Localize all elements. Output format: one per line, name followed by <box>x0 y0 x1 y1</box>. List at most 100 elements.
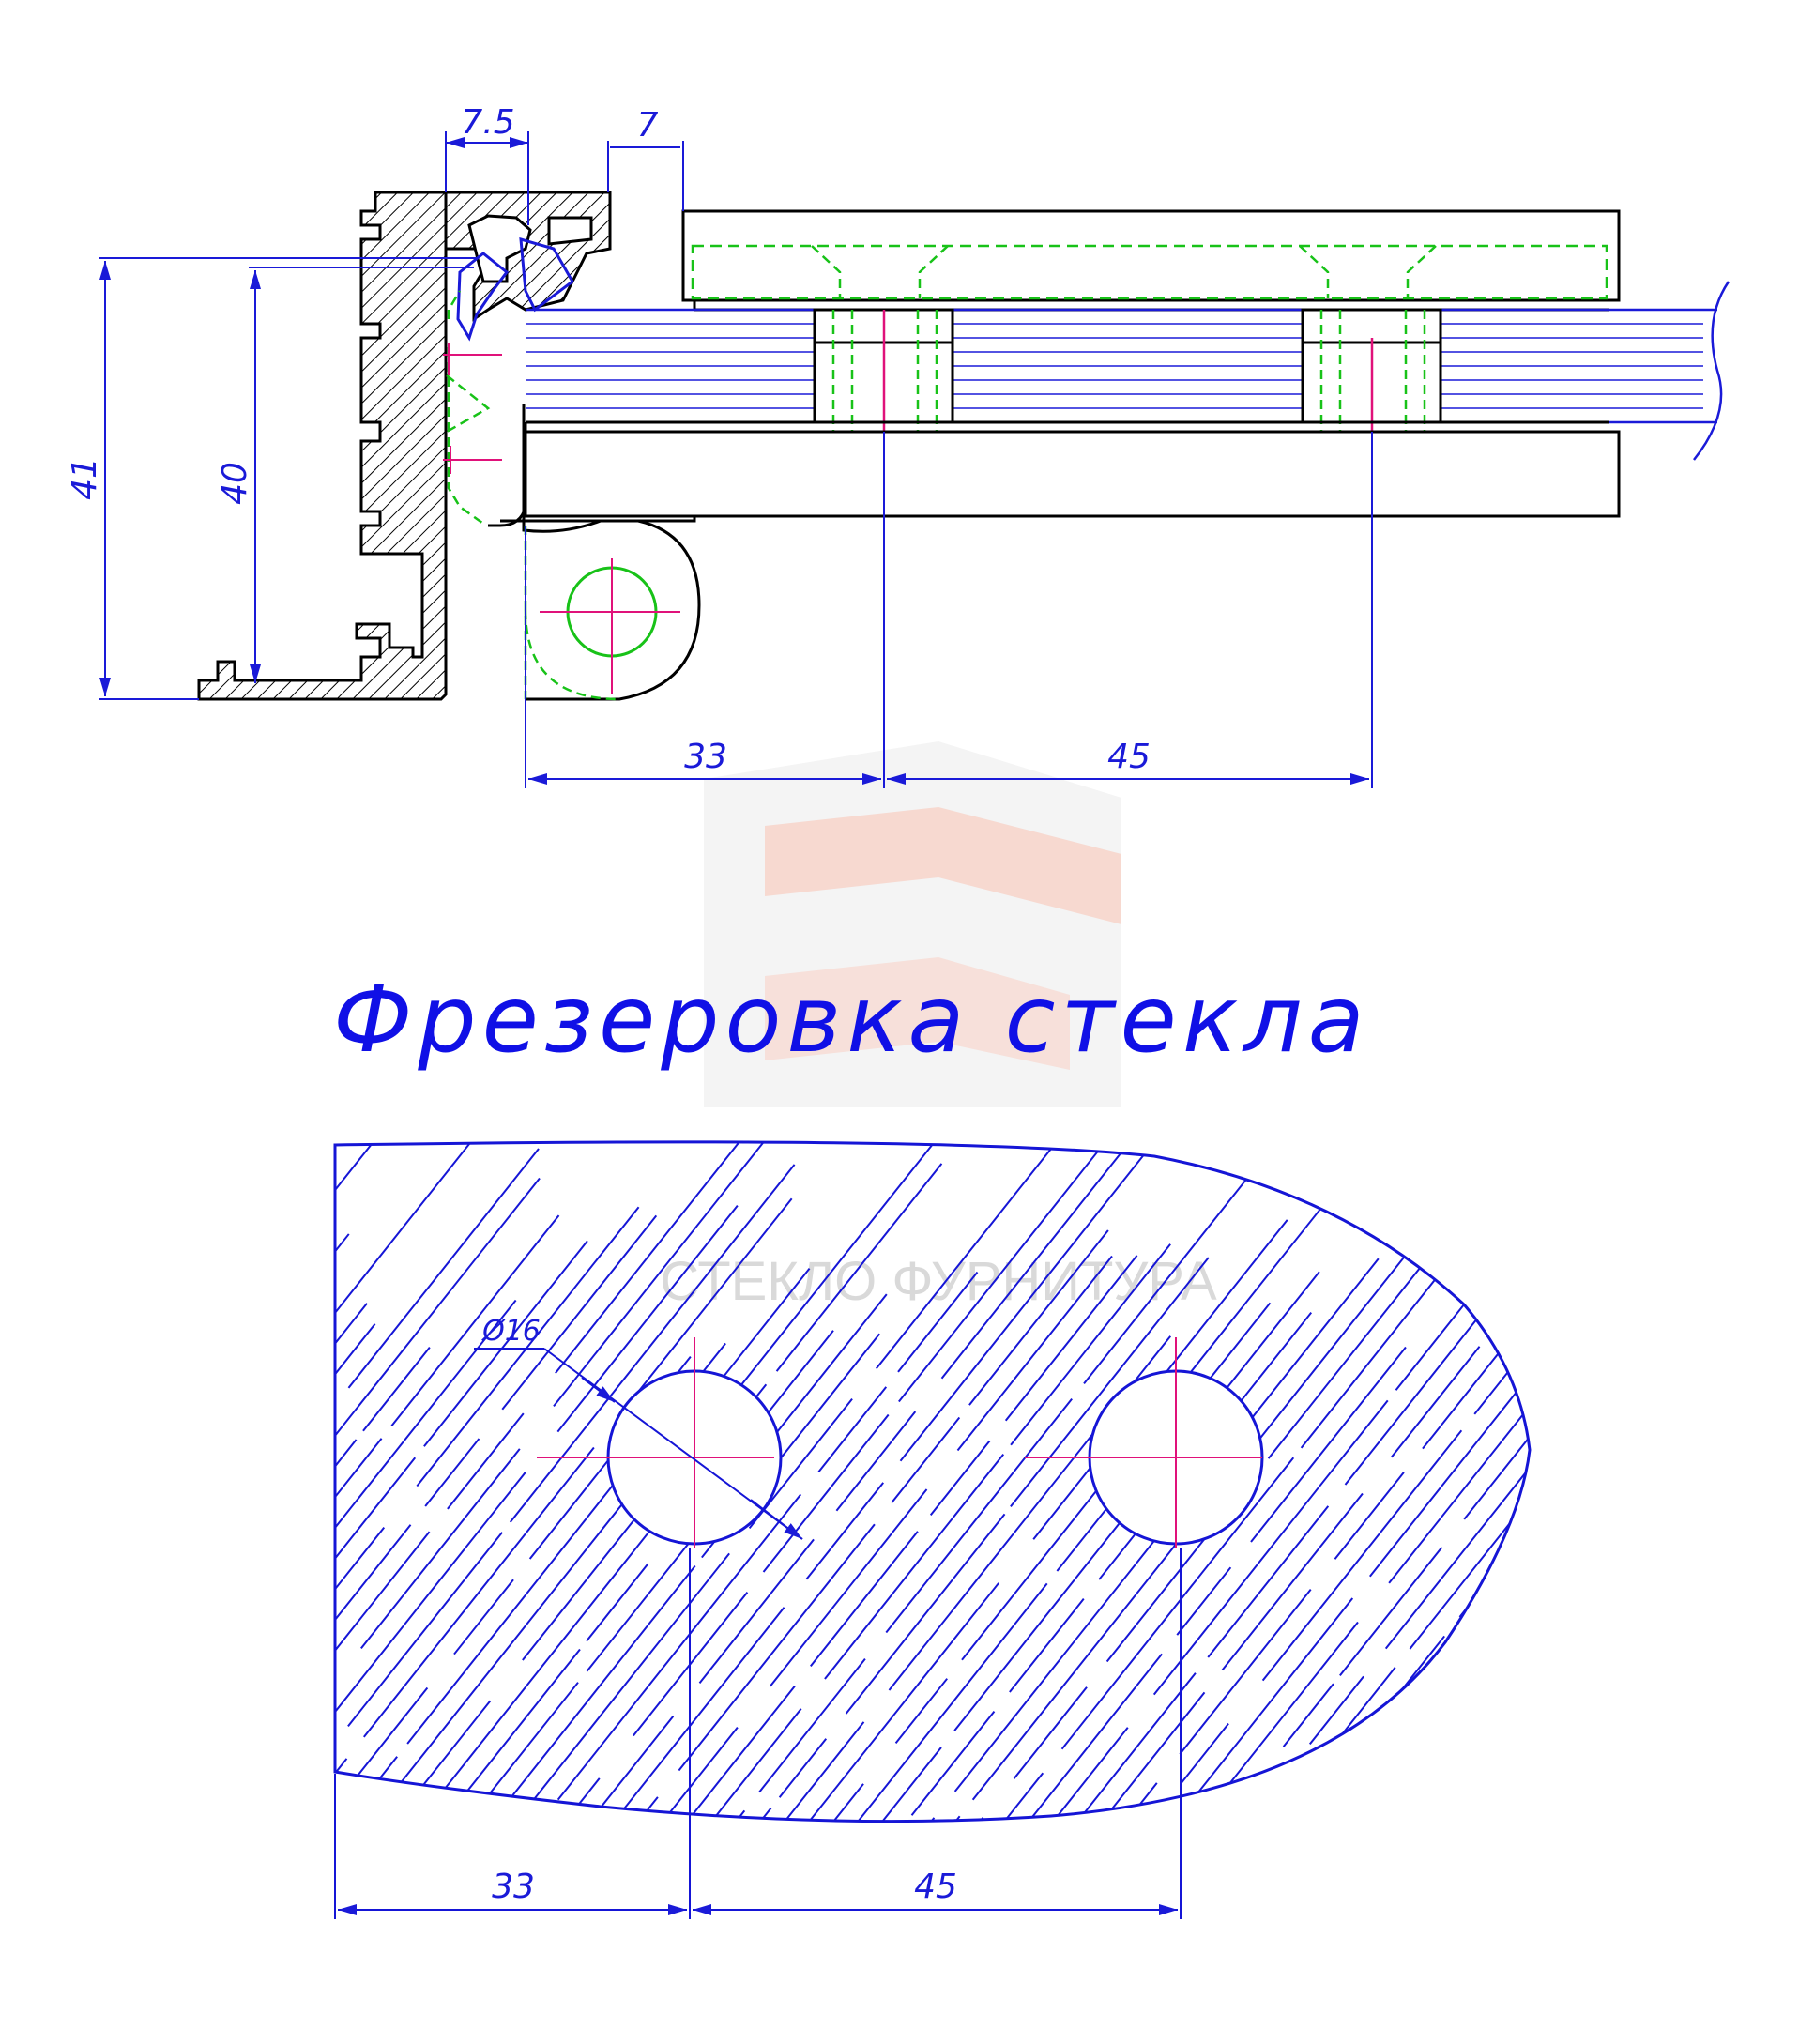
hatch-line <box>433 1716 675 1822</box>
hatch-line <box>848 1898 944 2018</box>
hatch-line <box>778 1738 828 1798</box>
hatch-line <box>1388 1322 1530 1584</box>
hatch-line <box>1287 1747 1503 1822</box>
hatch-line <box>1083 1144 1275 1384</box>
hatch-line <box>1641 1435 1776 1604</box>
hatch-line <box>0 1383 182 1627</box>
hatch-line <box>698 1538 815 1684</box>
section-view: 7.5 7 41 40 33 45 <box>66 103 1730 788</box>
hatch-line <box>1004 1255 1138 1422</box>
hatch-line <box>335 1303 368 1462</box>
hatch-line <box>1128 1621 1359 1822</box>
hatch-line <box>1435 1837 1504 1924</box>
hatch-line <box>1344 1147 1530 1486</box>
hatch-line <box>994 1798 1169 1822</box>
hatch-line <box>653 1908 740 2018</box>
glass-plan-view: Ø16 33 45 <box>0 1140 1799 2018</box>
hatch-line <box>710 1721 865 1822</box>
hatch-line <box>1593 1213 1799 1479</box>
hatch-line <box>1775 1563 1799 1651</box>
hatch-line <box>147 1774 213 1856</box>
dim-hole-diameter: Ø16 <box>480 1315 541 1348</box>
hatch-line <box>0 1602 154 1871</box>
hatch-line <box>335 1177 541 1456</box>
hatch-line <box>335 1526 386 1691</box>
hatch-line <box>416 1206 640 1487</box>
hatch-line <box>181 1427 293 1568</box>
hatch-line <box>1068 1954 1119 2018</box>
hatch-line <box>1524 1646 1530 1720</box>
hatch-line <box>1789 1679 1799 1847</box>
plan-dim-hole-spacing: 45 <box>914 1868 957 1906</box>
dim-hole-spacing: 45 <box>1107 738 1151 776</box>
hatch-line <box>335 1680 337 1822</box>
hatch-line <box>509 1164 796 1523</box>
hatch-line <box>897 1954 948 2018</box>
page-title: Фрезеровка стекла <box>333 967 1370 1074</box>
hatch-line <box>1384 1372 1530 1650</box>
hatch-line <box>1498 1503 1530 1661</box>
hatch-line <box>971 1500 1212 1801</box>
hatch-line <box>1140 1742 1361 1822</box>
hatch-line <box>968 1229 1109 1406</box>
diameter-leader <box>474 1348 803 1540</box>
hatch-line <box>423 1240 588 1447</box>
hatch-line <box>1532 1930 1602 2018</box>
glass-hatch <box>0 1141 1799 2018</box>
hatch-line <box>1060 1457 1295 1750</box>
hatch-line <box>891 1416 961 1504</box>
hatch-line <box>390 1214 560 1426</box>
hatch-line <box>1762 1205 1799 1543</box>
hatch-line <box>0 1756 105 2018</box>
hatch-line <box>717 1268 811 1384</box>
hatch-line <box>702 1868 821 2018</box>
hatch-line <box>1334 1472 1405 1560</box>
hatch-line <box>481 1796 659 1822</box>
hatch-line <box>0 1313 115 1574</box>
hatch-line <box>335 1323 376 1386</box>
hatch-line <box>1410 1883 1517 2018</box>
hatch-line <box>751 1931 819 2018</box>
hatch-line <box>1536 1779 1599 1858</box>
hatch-line <box>873 1960 920 2018</box>
hatch-line <box>244 1651 311 1735</box>
hatch-line <box>501 1214 658 1411</box>
hatch-line <box>1395 1141 1530 1391</box>
hatch-line <box>1776 1751 1799 2018</box>
hatch-line <box>1626 1568 1799 1869</box>
hatch-line <box>335 1233 350 1428</box>
hatch-line <box>1262 1786 1448 1822</box>
hatch-line <box>1361 1937 1425 2018</box>
hatch-line <box>453 1579 514 1655</box>
hatch-line <box>506 1727 739 1822</box>
hatch-line <box>910 1710 996 1816</box>
hatch-line <box>937 1653 1163 1822</box>
hatch-line <box>762 1413 890 1573</box>
hatch-line <box>1308 1675 1364 1746</box>
hatch-line <box>897 1271 979 1373</box>
hatch-line <box>1221 1492 1364 1671</box>
hatch-line <box>1580 1918 1659 2018</box>
hatch-line <box>35 1331 248 1598</box>
hatch-line <box>1013 1686 1088 1779</box>
hatch-line <box>335 1439 358 1551</box>
hatch-line <box>953 1518 1123 1731</box>
hatch-line <box>1458 1402 1530 1618</box>
hatch-line <box>1261 1429 1463 1682</box>
hatch-line <box>335 1531 431 1754</box>
hatch-line <box>921 1672 1197 1822</box>
hatch-line <box>898 1141 1171 1403</box>
hatch-line <box>287 1836 432 2018</box>
hatch-line <box>1702 1830 1799 2018</box>
hatch-line <box>1678 1893 1777 2018</box>
hatch-line <box>0 1518 172 1841</box>
hatch-line <box>1753 1466 1799 1646</box>
aluminium-profile <box>197 191 612 701</box>
hatch-line <box>360 1448 521 1650</box>
hatch-line <box>335 1141 433 1362</box>
hatch-line <box>678 1523 876 1772</box>
hatch-line <box>1686 1533 1799 1701</box>
hatch-line <box>1482 1545 1530 1712</box>
hatch-line <box>817 1386 888 1473</box>
hatch-line <box>1608 1513 1799 1767</box>
